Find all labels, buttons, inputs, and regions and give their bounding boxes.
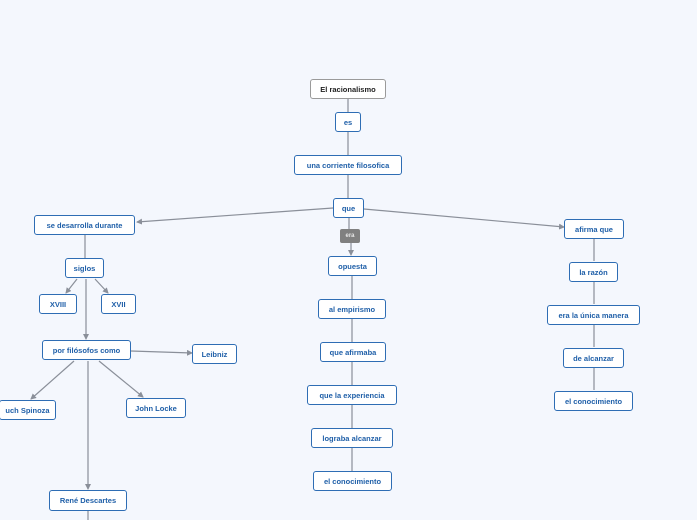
node-rene-descartes[interactable]: René Descartes xyxy=(49,490,127,511)
connector-que-afirma xyxy=(363,208,565,230)
link-label-era[interactable]: era xyxy=(340,229,360,243)
node-opuesta[interactable]: opuesta xyxy=(328,256,377,276)
connector-filosofos-locke xyxy=(98,360,144,398)
node-que-la-experiencia[interactable]: que la experiencia xyxy=(307,385,397,405)
node-siglos[interactable]: siglos xyxy=(65,258,104,278)
node-es[interactable]: es xyxy=(335,112,361,132)
node-que-afirmaba[interactable]: que afirmaba xyxy=(320,342,386,362)
node-john-locke[interactable]: John Locke xyxy=(126,398,186,418)
node-al-empirismo[interactable]: al empirismo xyxy=(318,299,386,319)
connector-siglos-xvii xyxy=(94,278,109,294)
node-por-filosofos-como[interactable]: por filósofos como xyxy=(42,340,131,360)
node-el-conocimiento-center[interactable]: el conocimiento xyxy=(313,471,392,491)
node-leibniz[interactable]: Leibniz xyxy=(192,344,237,364)
node-se-desarrolla-durante[interactable]: se desarrolla durante xyxy=(34,215,135,235)
node-la-razon[interactable]: la razón xyxy=(569,262,618,282)
node-el-conocimiento-right[interactable]: el conocimiento xyxy=(554,391,633,411)
node-el-racionalismo[interactable]: El racionalismo xyxy=(310,79,386,99)
node-lograba-alcanzar[interactable]: lograba alcanzar xyxy=(311,428,393,448)
node-una-corriente-filosofica[interactable]: una corriente filosofica xyxy=(294,155,402,175)
node-de-alcanzar[interactable]: de alcanzar xyxy=(563,348,624,368)
connector-filosofos-leibniz xyxy=(130,349,193,356)
connector-que-desarrolla xyxy=(136,207,334,225)
connector-filosofos-spinoza xyxy=(30,360,75,400)
node-afirma-que[interactable]: afirma que xyxy=(564,219,624,239)
node-xviii[interactable]: XVIII xyxy=(39,294,77,314)
connector-siglos-xviii xyxy=(65,278,78,294)
node-spinoza[interactable]: uch Spinoza xyxy=(0,400,56,420)
node-era-la-unica-manera[interactable]: era la única manera xyxy=(547,305,640,325)
node-xvii[interactable]: XVII xyxy=(101,294,136,314)
node-que[interactable]: que xyxy=(333,198,364,218)
